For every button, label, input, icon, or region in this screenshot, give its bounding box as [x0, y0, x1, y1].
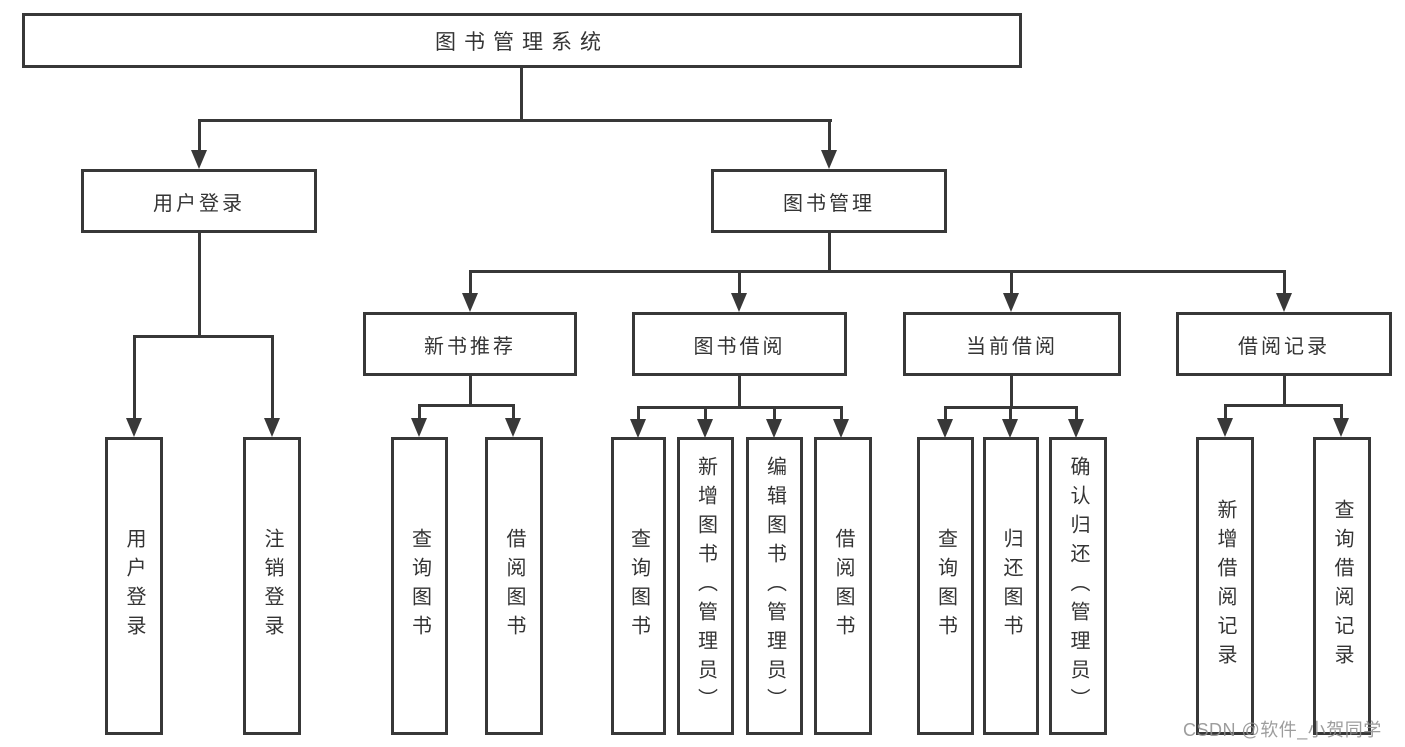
node-label: 新书推荐 — [424, 335, 516, 358]
leaf-label: 确认归还（管理员） — [1067, 455, 1089, 717]
arrow-down-icon — [833, 419, 849, 438]
node-root-library-management-system: 图书管理系统 — [22, 13, 1022, 68]
node-borrow-records: 借阅记录 — [1176, 312, 1392, 376]
leaf-label: 借阅图书 — [503, 528, 525, 644]
node-label: 图书借阅 — [693, 335, 786, 358]
arrow-down-icon — [1276, 293, 1292, 312]
connector-to-book-management-branch — [828, 119, 831, 151]
leaf-label: 查询图书 — [627, 528, 650, 644]
arrow-down-icon — [505, 418, 521, 437]
arrow-down-icon — [411, 418, 427, 437]
arrow-down-icon — [1333, 418, 1349, 437]
leaf-label: 用户登录 — [123, 528, 145, 644]
connector-current-borrow-stem — [1010, 376, 1013, 409]
connector-root-stem — [520, 68, 523, 120]
leaf-add-borrow-record: 新增借阅记录 — [1196, 437, 1254, 735]
leaf-return-books: 归还图书 — [983, 437, 1039, 735]
connector-to-user-login-branch — [198, 119, 201, 151]
connector-user-login-splitter — [133, 335, 274, 338]
connector-borrow-records-splitter — [1224, 404, 1342, 407]
node-current-borrow: 当前借阅 — [903, 312, 1121, 376]
node-new-book-recommend: 新书推荐 — [363, 312, 577, 376]
arrow-down-icon — [264, 418, 280, 437]
node-book-borrow: 图书借阅 — [632, 312, 847, 376]
node-label: 当前借阅 — [966, 335, 1058, 358]
leaf-query-books: 查询图书 — [391, 437, 448, 735]
connector-to-leaf-return-books — [1009, 406, 1012, 420]
arrow-down-icon — [697, 419, 713, 438]
arrow-down-icon — [462, 293, 478, 312]
arrow-down-icon — [821, 150, 837, 169]
arrow-down-icon — [766, 419, 782, 438]
leaf-borrow-books: 借阅图书 — [485, 437, 543, 735]
node-user-login-branch: 用户登录 — [81, 169, 317, 233]
leaf-confirm-return-admin: 确认归还（管理员） — [1049, 437, 1107, 735]
connector-root-splitter — [198, 119, 832, 122]
leaf-query-borrow-record: 查询借阅记录 — [1313, 437, 1371, 735]
node-label: 借阅记录 — [1238, 335, 1330, 358]
arrow-down-icon — [1217, 418, 1233, 437]
leaf-label: 查询借阅记录 — [1331, 499, 1353, 673]
arrow-down-icon — [630, 419, 646, 438]
leaf-label: 注销登录 — [261, 528, 283, 644]
connector-to-book-borrow — [738, 270, 741, 295]
node-book-management-branch: 图书管理 — [711, 169, 947, 233]
arrow-down-icon — [937, 419, 953, 438]
leaf-borrow-books: 借阅图书 — [814, 437, 872, 735]
leaf-label: 新增图书（管理员） — [694, 455, 717, 717]
leaf-label: 编辑图书（管理员） — [763, 455, 786, 717]
connector-borrow-records-stem — [1283, 376, 1286, 407]
connector-to-leaf-query-borrow-record — [1340, 404, 1343, 420]
connector-to-leaf-edit-books-admin — [773, 406, 776, 420]
node-label: 用户登录 — [153, 192, 245, 215]
connector-to-leaf-add-books-admin — [704, 406, 707, 420]
connector-to-leaf-logout — [271, 335, 274, 420]
leaf-query-books: 查询图书 — [917, 437, 974, 735]
connector-book-borrow-splitter — [637, 406, 843, 409]
arrow-down-icon — [191, 150, 207, 169]
leaf-user-login: 用户登录 — [105, 437, 163, 735]
leaf-label: 归还图书 — [1000, 528, 1022, 644]
connector-book-borrow-stem — [738, 376, 741, 409]
arrow-down-icon — [1068, 419, 1084, 438]
arrow-down-icon — [1002, 419, 1018, 438]
connector-new-book-recommend-stem — [469, 376, 472, 407]
node-label: 图书管理 — [783, 192, 875, 215]
leaf-label: 查询图书 — [408, 528, 431, 644]
connector-to-leaf-confirm-return — [1075, 406, 1078, 420]
connector-book-management-stem — [828, 233, 831, 273]
leaf-logout: 注销登录 — [243, 437, 301, 735]
arrow-down-icon — [1003, 293, 1019, 312]
connector-to-current-borrow — [1010, 270, 1013, 295]
leaf-label: 查询图书 — [934, 528, 957, 644]
connector-to-leaf-user-login — [133, 335, 136, 420]
node-label: 图书管理系统 — [435, 30, 609, 54]
arrow-down-icon — [731, 293, 747, 312]
connector-new-book-recommend-splitter — [418, 404, 515, 407]
connector-to-leaf-query-books-3 — [944, 406, 947, 420]
connector-to-borrow-records — [1283, 270, 1286, 295]
connector-to-leaf-add-borrow-record — [1224, 404, 1227, 420]
csdn-watermark: CSDN @软件_小贺同学 — [1183, 720, 1382, 740]
connector-to-leaf-borrow-books-2 — [840, 406, 843, 420]
connector-to-leaf-borrow-books-1 — [512, 404, 515, 420]
leaf-edit-books-admin: 编辑图书（管理员） — [746, 437, 803, 735]
connector-to-leaf-query-books-2 — [637, 406, 640, 420]
arrow-down-icon — [126, 418, 142, 437]
leaf-query-books: 查询图书 — [611, 437, 666, 735]
connector-user-login-stem — [198, 233, 201, 337]
leaf-label: 借阅图书 — [832, 528, 854, 644]
connector-book-management-splitter — [469, 270, 1286, 273]
connector-to-leaf-query-books-1 — [418, 404, 421, 420]
leaf-label: 新增借阅记录 — [1214, 499, 1236, 673]
leaf-add-books-admin: 新增图书（管理员） — [677, 437, 734, 735]
connector-to-new-book-recommend — [469, 270, 472, 295]
